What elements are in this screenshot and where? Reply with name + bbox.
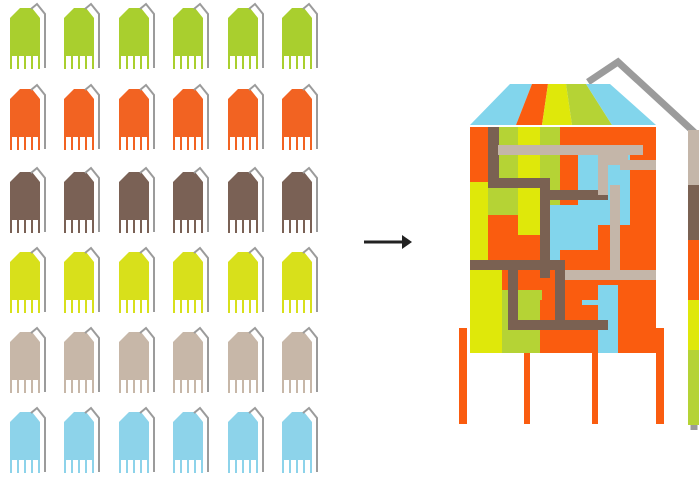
right-arrow-icon <box>0 0 699 480</box>
silo-illustration <box>0 0 699 480</box>
